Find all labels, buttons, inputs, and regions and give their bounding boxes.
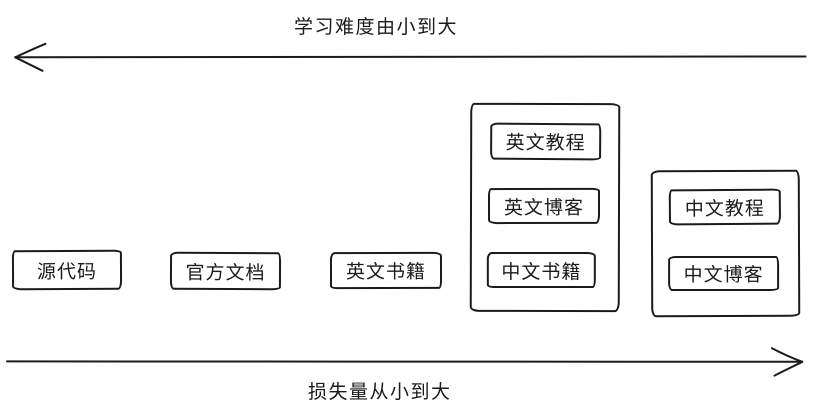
node-label: 英文教程 bbox=[505, 132, 586, 155]
node-english-blogs: 英文博客 bbox=[487, 187, 601, 225]
node-label: 源代码 bbox=[36, 261, 98, 283]
node-chinese-tutorials: 中文教程 bbox=[668, 188, 782, 226]
node-label: 中文博客 bbox=[683, 264, 764, 287]
node-label: 英文书籍 bbox=[345, 261, 427, 284]
node-english-books: 英文书籍 bbox=[329, 251, 443, 290]
top-axis-arrow-left bbox=[14, 42, 807, 72]
bottom-axis-label: 损失量从小到大 bbox=[308, 382, 452, 403]
node-official-docs: 官方文档 bbox=[169, 251, 282, 291]
node-chinese-books: 中文书籍 bbox=[486, 251, 596, 288]
node-chinese-blogs: 中文博客 bbox=[668, 255, 780, 292]
node-label: 中文教程 bbox=[684, 198, 765, 220]
bottom-axis-arrow-right bbox=[6, 347, 804, 377]
node-label: 中文书籍 bbox=[501, 261, 582, 283]
group-chinese-resources: 中文教程 中文博客 bbox=[650, 169, 801, 318]
top-axis-label: 学习难度由小到大 bbox=[294, 17, 459, 38]
node-label: 英文博客 bbox=[503, 197, 585, 219]
node-english-tutorials: 英文教程 bbox=[490, 122, 602, 161]
node-source-code: 源代码 bbox=[11, 249, 123, 291]
group-english-resources: 英文教程 英文博客 中文书籍 bbox=[469, 102, 621, 313]
node-label: 官方文档 bbox=[185, 262, 266, 284]
